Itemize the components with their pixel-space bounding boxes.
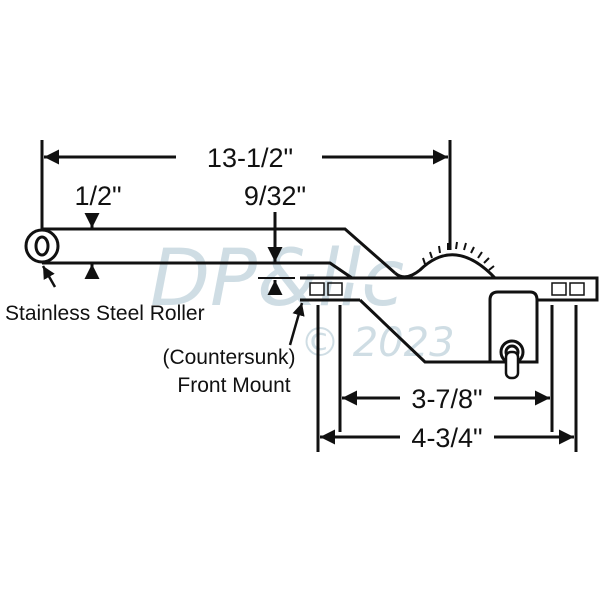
mount-label-line1: (Countersunk) <box>162 346 295 369</box>
roller-label: Stainless Steel Roller <box>5 302 205 325</box>
roller <box>24 228 60 264</box>
dimension-hole-spacing: 3-7/8" <box>411 384 482 414</box>
dimension-base-length: 4-3/4" <box>411 423 482 453</box>
dimension-lines <box>40 140 578 452</box>
screw-holes <box>309 282 585 296</box>
base-plate <box>300 276 599 302</box>
gear <box>393 253 497 280</box>
operator-drawing <box>24 227 599 380</box>
base-body <box>358 298 539 364</box>
dimension-overall-length: 13-1/2" <box>207 143 293 173</box>
dimension-roller-offset: 1/2" <box>74 181 121 211</box>
mount-label-line2: Front Mount <box>177 374 290 397</box>
arm <box>42 227 396 280</box>
watermark-copyright: © 2023 <box>300 320 455 366</box>
roller-inner <box>34 235 50 257</box>
gear-teeth <box>422 241 495 271</box>
stud <box>504 350 520 380</box>
housing <box>488 290 539 362</box>
dimension-arm-offset: 9/32" <box>244 181 306 211</box>
